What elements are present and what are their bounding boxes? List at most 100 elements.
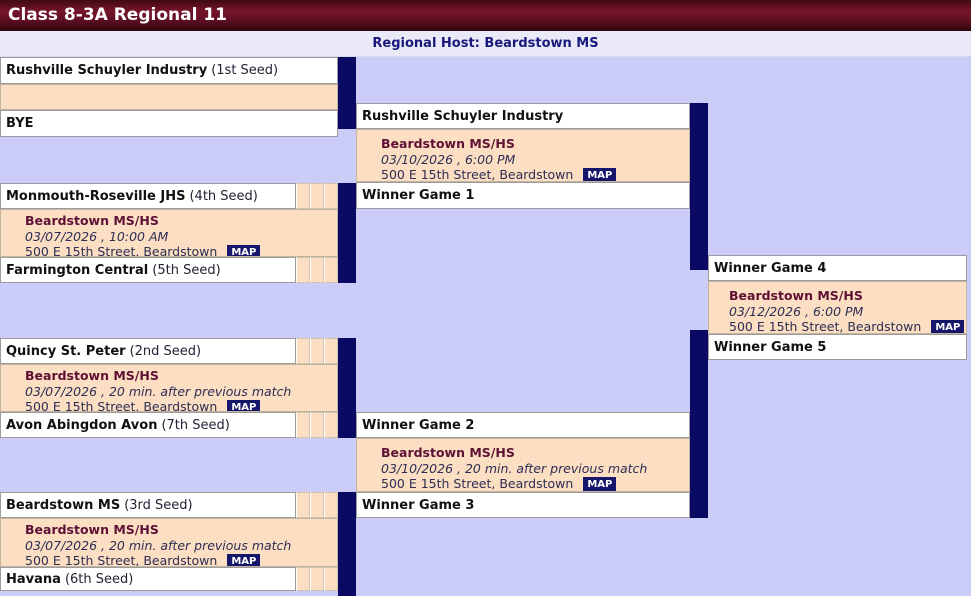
- winner-game3-cell: Winner Game 3: [356, 492, 690, 518]
- final-info-box: Beardstown MS/HS 03/12/2026 , 6:00 PM 50…: [708, 281, 967, 334]
- score-boxes-seed7: [296, 412, 338, 438]
- game5-address-line: 500 E 15th Street, Beardstown MAP: [381, 476, 683, 491]
- score-cell: [296, 338, 310, 364]
- score-boxes-seed2: [296, 338, 338, 364]
- map-link-game2[interactable]: MAP: [227, 400, 261, 411]
- team-name: Avon Abingdon Avon: [6, 417, 158, 433]
- team-name: Farmington Central: [6, 262, 149, 278]
- score-cell: [310, 183, 324, 209]
- game1-venue: Beardstown MS/HS: [25, 213, 159, 228]
- winner-label: Winner Game 2: [362, 417, 475, 433]
- title-bar: Class 8-3A Regional 11: [0, 0, 971, 31]
- connector-round1-match3: [338, 338, 356, 438]
- score-cell: [324, 567, 338, 591]
- game2-info-box: Beardstown MS/HS 03/07/2026 , 20 min. af…: [0, 364, 338, 412]
- score-boxes-seed6: [296, 567, 338, 591]
- game3-info-box: Beardstown MS/HS 03/07/2026 , 20 min. af…: [0, 518, 338, 567]
- team-seed: (1st Seed): [211, 63, 279, 78]
- score-cell: [310, 257, 324, 283]
- score-cell: [324, 183, 338, 209]
- game4-info-box: Beardstown MS/HS 03/10/2026 , 6:00 PM 50…: [356, 129, 690, 182]
- score-cell: [296, 492, 310, 518]
- team-cell-seed6: Havana (6th Seed): [0, 567, 296, 591]
- team-name: Quincy St. Peter: [6, 343, 126, 359]
- page-title: Class 8-3A Regional 11: [8, 5, 227, 25]
- team-cell-seed4: Monmouth-Roseville JHS (4th Seed): [0, 183, 296, 209]
- connector-round1-match4: [338, 492, 356, 596]
- team-cell-bye: BYE: [0, 110, 338, 137]
- score-cell: [310, 412, 324, 438]
- game2-datetime: 03/07/2026 , 20 min. after previous matc…: [25, 383, 292, 399]
- game4-datetime: 03/10/2026 , 6:00 PM: [381, 151, 516, 167]
- map-link-game3[interactable]: MAP: [227, 554, 261, 566]
- winner-game4-cell: Winner Game 4: [708, 255, 967, 281]
- game5-datetime: 03/10/2026 , 20 min. after previous matc…: [381, 460, 648, 476]
- team-cell-seed2: Quincy St. Peter (2nd Seed): [0, 338, 296, 364]
- game5-info-box: Beardstown MS/HS 03/10/2026 , 20 min. af…: [356, 438, 690, 492]
- team-name: Monmouth-Roseville JHS: [6, 188, 186, 204]
- winner-label: Winner Game 5: [714, 339, 827, 355]
- connector-round1-match1: [338, 57, 356, 129]
- game4-venue: Beardstown MS/HS: [381, 136, 515, 151]
- game2-address: 500 E 15th Street, Beardstown: [25, 399, 218, 412]
- team-seed: (3rd Seed): [124, 497, 193, 513]
- score-cell: [324, 338, 338, 364]
- game1-datetime: 03/07/2026 , 10:00 AM: [25, 228, 169, 244]
- team-name: Havana: [6, 571, 61, 587]
- game4-address-line: 500 E 15th Street, Beardstown MAP: [381, 167, 683, 182]
- score-cell: [310, 567, 324, 591]
- score-cell: [310, 338, 324, 364]
- game2-address-line: 500 E 15th Street, Beardstown MAP: [25, 399, 331, 412]
- game5-address: 500 E 15th Street, Beardstown: [381, 476, 574, 491]
- host-text: Regional Host: Beardstown MS: [372, 36, 599, 51]
- winner-label: Winner Game 3: [362, 497, 475, 513]
- game4-address: 500 E 15th Street, Beardstown: [381, 167, 574, 182]
- winner-game2-cell: Winner Game 2: [356, 412, 690, 438]
- game3-address: 500 E 15th Street, Beardstown: [25, 553, 218, 567]
- score-cell: [324, 257, 338, 283]
- final-datetime: 03/12/2026 , 6:00 PM: [729, 303, 864, 319]
- connector-round2-match2: [690, 330, 708, 518]
- team-cell-seed1: Rushville Schuyler Industry (1st Seed): [0, 57, 338, 84]
- score-cell: [296, 183, 310, 209]
- team-name: Beardstown MS: [6, 497, 121, 513]
- winner-game5-cell: Winner Game 5: [708, 334, 967, 360]
- team-seed: (4th Seed): [189, 188, 258, 204]
- winner-game1-cell: Winner Game 1: [356, 182, 690, 209]
- game3-venue: Beardstown MS/HS: [25, 522, 159, 537]
- connector-round1-match2: [338, 183, 356, 283]
- score-cell: [324, 412, 338, 438]
- score-cell: [324, 492, 338, 518]
- bye-label: BYE: [6, 116, 34, 131]
- final-address-line: 500 E 15th Street, Beardstown MAP: [729, 319, 965, 334]
- map-link-game1[interactable]: MAP: [227, 245, 261, 256]
- map-link-final[interactable]: MAP: [931, 320, 965, 333]
- team-seed: (7th Seed): [161, 417, 230, 433]
- score-cell: [296, 412, 310, 438]
- final-address: 500 E 15th Street, Beardstown: [729, 319, 922, 334]
- team-name: Rushville Schuyler Industry: [6, 63, 208, 78]
- map-link-game4[interactable]: MAP: [583, 168, 617, 181]
- winner-label: Winner Game 4: [714, 260, 827, 276]
- score-boxes-seed3: [296, 492, 338, 518]
- score-boxes-seed5: [296, 257, 338, 283]
- map-link-game5[interactable]: MAP: [583, 477, 617, 491]
- team-seed: (2nd Seed): [129, 343, 202, 359]
- advancer-name: Rushville Schuyler Industry: [362, 108, 564, 124]
- game3-address-line: 500 E 15th Street, Beardstown MAP: [25, 553, 331, 567]
- team-cell-seed5: Farmington Central (5th Seed): [0, 257, 296, 283]
- host-banner: Regional Host: Beardstown MS: [0, 31, 971, 57]
- game5-venue: Beardstown MS/HS: [381, 445, 515, 460]
- team-cell-seed3: Beardstown MS (3rd Seed): [0, 492, 296, 518]
- game2-venue: Beardstown MS/HS: [25, 368, 159, 383]
- connector-round2-match1: [690, 103, 708, 270]
- game3-datetime: 03/07/2026 , 20 min. after previous matc…: [25, 537, 292, 553]
- winner-label: Winner Game 1: [362, 188, 475, 203]
- game1-address: 500 E 15th Street, Beardstown: [25, 244, 218, 257]
- team-seed: (5th Seed): [152, 262, 221, 278]
- team-seed: (6th Seed): [64, 571, 134, 587]
- game1-address-line: 500 E 15th Street, Beardstown MAP: [25, 244, 331, 257]
- final-venue: Beardstown MS/HS: [729, 288, 863, 303]
- score-cell: [310, 492, 324, 518]
